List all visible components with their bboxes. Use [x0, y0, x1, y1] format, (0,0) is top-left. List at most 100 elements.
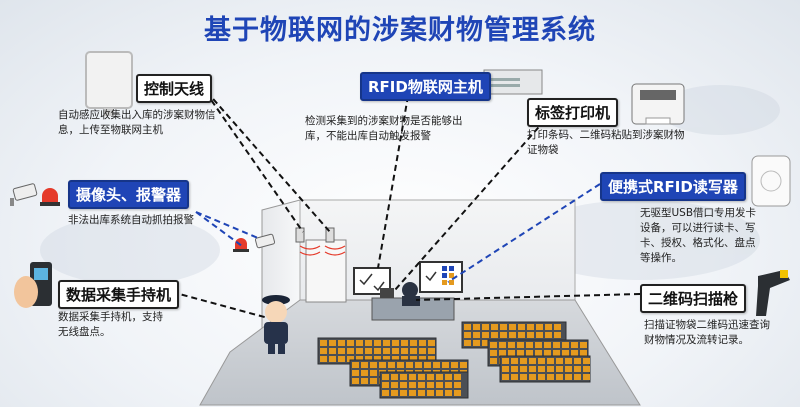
- camera-icon: [10, 183, 38, 206]
- evidence-box: [419, 356, 426, 362]
- evidence-box: [565, 374, 572, 380]
- evidence-box: [535, 350, 542, 356]
- evidence-box: [491, 332, 498, 338]
- evidence-box: [574, 366, 581, 372]
- evidence-box: [544, 350, 551, 356]
- evidence-box: [383, 348, 390, 354]
- evidence-box: [490, 342, 497, 348]
- desc-line: 无驱型USB借口专用发卡: [640, 207, 757, 219]
- evidence-box: [464, 324, 471, 330]
- evidence-box: [365, 356, 372, 362]
- evidence-box: [526, 350, 533, 356]
- evidence-box: [473, 324, 480, 330]
- desc-line: 数据采集手持机，支持: [58, 311, 163, 323]
- evidence-box: [352, 378, 359, 384]
- evidence-box: [574, 374, 581, 380]
- evidence-box: [392, 348, 399, 354]
- evidence-box: [511, 358, 518, 364]
- evidence-box: [409, 382, 416, 388]
- evidence-box: [356, 356, 363, 362]
- evidence-box: [361, 362, 368, 368]
- label-antenna: 控制天线: [136, 74, 213, 103]
- evidence-box: [401, 340, 408, 346]
- evidence-box: [382, 390, 389, 396]
- evidence-box: [502, 358, 509, 364]
- evidence-box: [406, 362, 413, 368]
- evidence-box: [553, 342, 560, 348]
- evidence-box: [356, 348, 363, 354]
- evidence-box: [329, 356, 336, 362]
- evidence-box: [536, 324, 543, 330]
- evidence-box: [473, 332, 480, 338]
- evidence-box: [409, 390, 416, 396]
- evidence-box: [392, 356, 399, 362]
- evidence-box: [538, 366, 545, 372]
- evidence-box: [509, 332, 516, 338]
- evidence-box: [583, 374, 590, 380]
- desc-line: 财物情况及流转记录。: [644, 334, 749, 346]
- evidence-box: [352, 362, 359, 368]
- evidence-box: [410, 348, 417, 354]
- evidence-box: [490, 350, 497, 356]
- evidence-box: [454, 382, 461, 388]
- evidence-box: [571, 342, 578, 348]
- evidence-box: [556, 374, 563, 380]
- evidence-box: [565, 358, 572, 364]
- evidence-box: [397, 362, 404, 368]
- evidence-box: [320, 356, 327, 362]
- antenna-connector: [199, 83, 304, 233]
- label-printer-icon: [631, 83, 685, 125]
- evidence-box: [370, 378, 377, 384]
- evidence-box: [391, 374, 398, 380]
- desc-line: 非法出库系统自动抓拍报警: [68, 214, 194, 226]
- evidence-box: [482, 324, 489, 330]
- evidence-box: [565, 366, 572, 372]
- evidence-box: [436, 382, 443, 388]
- evidence-box: [410, 356, 417, 362]
- evidence-box: [347, 348, 354, 354]
- evidence-box: [451, 362, 458, 368]
- evidence-box: [502, 374, 509, 380]
- evidence-box: [500, 324, 507, 330]
- desc-line: 库，不能出库自动触发报警: [305, 130, 431, 142]
- evidence-box: [553, 350, 560, 356]
- antenna-left-icon: [295, 227, 305, 243]
- evidence-box: [464, 332, 471, 338]
- evidence-box: [520, 366, 527, 372]
- wall-monitor-left-icon: [353, 267, 391, 295]
- evidence-box: [529, 374, 536, 380]
- desc-line: 打印条码、二维码粘贴到涉案财物: [527, 129, 685, 141]
- rfid-host-icon: [483, 69, 543, 95]
- evidence-box: [562, 342, 569, 348]
- police-officer-icon: [262, 295, 290, 354]
- desc-line: 卡、授权、格式化、盘点: [640, 237, 756, 249]
- evidence-box: [347, 340, 354, 346]
- evidence-box: [347, 356, 354, 362]
- reader-connector: [447, 183, 601, 283]
- evidence-box: [427, 374, 434, 380]
- evidence-box: [574, 358, 581, 364]
- evidence-box: [383, 340, 390, 346]
- evidence-box: [442, 362, 449, 368]
- evidence-box: [427, 390, 434, 396]
- evidence-box: [392, 340, 399, 346]
- evidence-box: [445, 390, 452, 396]
- evidence-box: [391, 390, 398, 396]
- evidence-box: [388, 362, 395, 368]
- evidence-box: [517, 350, 524, 356]
- evidence-box: [329, 340, 336, 346]
- evidence-box: [424, 362, 431, 368]
- evidence-box: [374, 348, 381, 354]
- evidence-box: [554, 324, 561, 330]
- evidence-box: [473, 340, 480, 346]
- door: [305, 239, 347, 303]
- evidence-box: [352, 370, 359, 376]
- evidence-box: [511, 366, 518, 372]
- background-map: [40, 85, 780, 285]
- evidence-box: [509, 324, 516, 330]
- operator-desk: [371, 282, 455, 321]
- evidence-box: [383, 356, 390, 362]
- evidence-box: [527, 332, 534, 338]
- evidence-box: [547, 358, 554, 364]
- evidence-box: [500, 332, 507, 338]
